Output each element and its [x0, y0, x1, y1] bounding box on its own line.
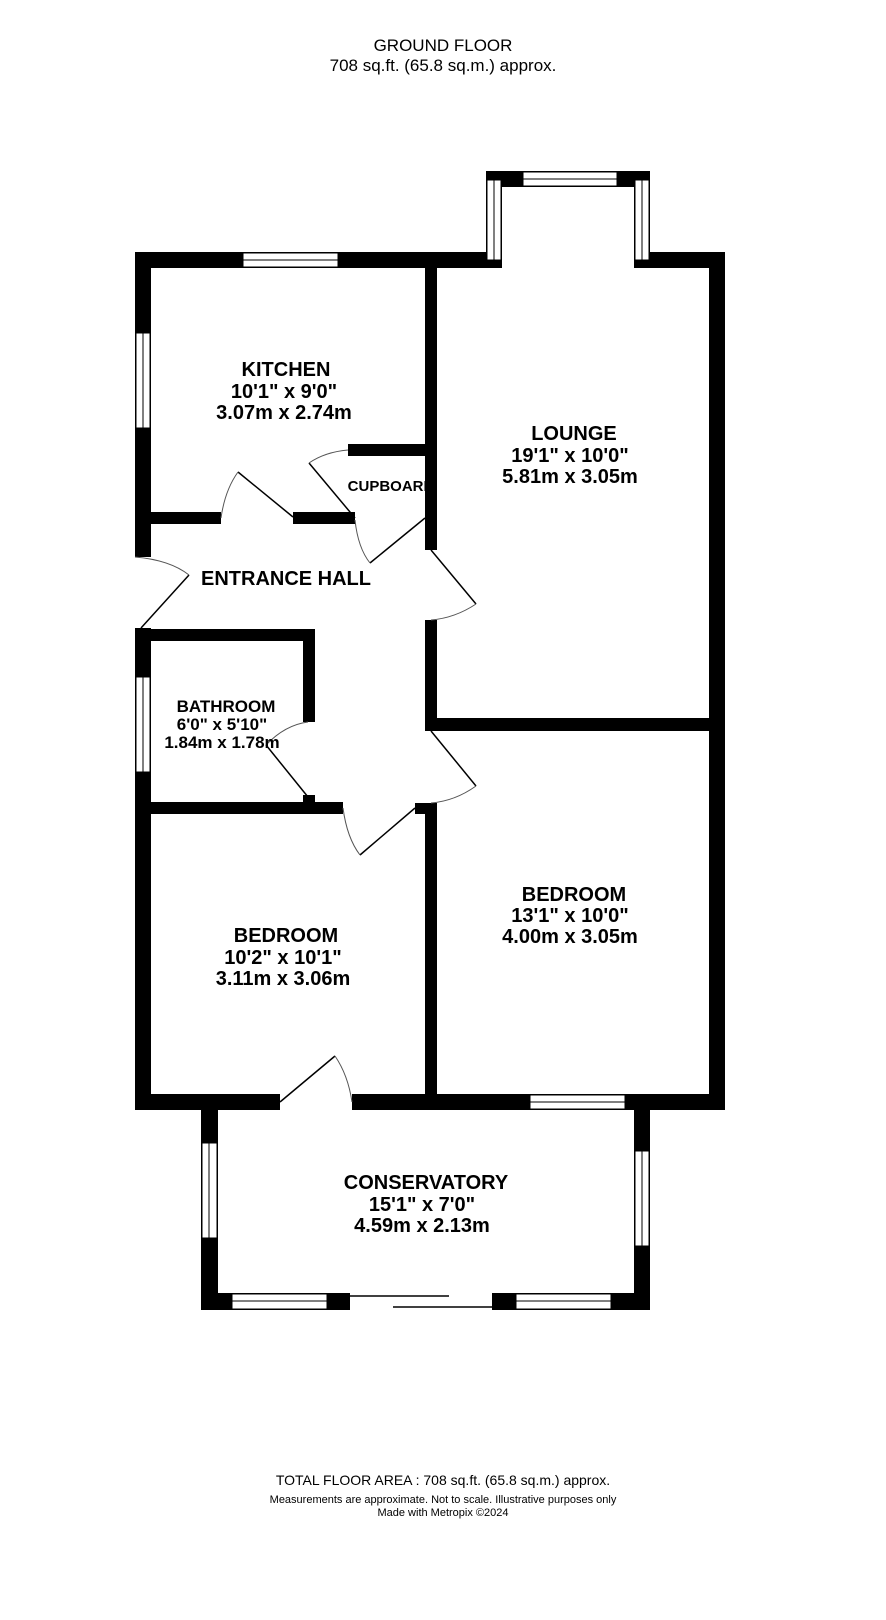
room-metric: 3.07m x 2.74m: [216, 402, 352, 424]
room-name: BATHROOM: [177, 697, 276, 716]
room-cupboard: CUPBOARD: [348, 478, 435, 495]
floor-title: GROUND FLOOR: [373, 36, 513, 55]
room-metric: 4.59m x 2.13m: [354, 1215, 490, 1237]
total-floor-area: TOTAL FLOOR AREA : 708 sq.ft. (65.8 sq.m…: [275, 1472, 611, 1488]
room-imperial: 6'0" x 5'10": [177, 715, 267, 734]
room-imperial: 15'1" x 7'0": [369, 1194, 475, 1216]
doors: [134, 449, 492, 1308]
room-name: KITCHEN: [242, 359, 331, 381]
room-bathroom: BATHROOM 6'0" x 5'10" 1.84m x 1.78m: [164, 697, 279, 752]
room-name: CONSERVATORY: [344, 1172, 509, 1194]
room-metric: 3.11m x 3.06m: [216, 968, 351, 990]
room-metric: 1.84m x 1.78m: [164, 733, 279, 752]
room-lounge: LOUNGE 19'1" x 10'0" 5.81m x 3.05m: [502, 423, 638, 488]
room-metric: 5.81m x 3.05m: [502, 466, 638, 488]
floor-area: 708 sq.ft. (65.8 sq.m.) approx.: [329, 56, 557, 75]
room-entrance-hall: ENTRANCE HALL: [201, 568, 371, 590]
disclaimer: Measurements are approximate. Not to sca…: [269, 1494, 617, 1506]
room-imperial: 10'1" x 9'0": [231, 381, 337, 403]
room-name: LOUNGE: [531, 423, 617, 445]
room-imperial: 13'1" x 10'0": [511, 905, 628, 927]
room-name: BEDROOM: [234, 925, 338, 947]
room-bedroom-1: BEDROOM 10'2" x 10'1" 3.11m x 3.06m: [216, 925, 351, 990]
room-kitchen: KITCHEN 10'1" x 9'0" 3.07m x 2.74m: [216, 359, 352, 424]
room-imperial: 19'1" x 10'0": [511, 445, 628, 467]
room-name: BEDROOM: [522, 884, 626, 906]
room-conservatory: CONSERVATORY 15'1" x 7'0" 4.59m x 2.13m: [344, 1172, 509, 1237]
room-bedroom-2: BEDROOM 13'1" x 10'0" 4.00m x 3.05m: [502, 884, 638, 948]
room-imperial: 10'2" x 10'1": [224, 947, 341, 969]
room-metric: 4.00m x 3.05m: [502, 926, 638, 948]
credit: Made with Metropix ©2024: [377, 1507, 509, 1519]
windows: [135, 171, 650, 1310]
room-labels: KITCHEN 10'1" x 9'0" 3.07m x 2.74m LOUNG…: [164, 359, 637, 1237]
